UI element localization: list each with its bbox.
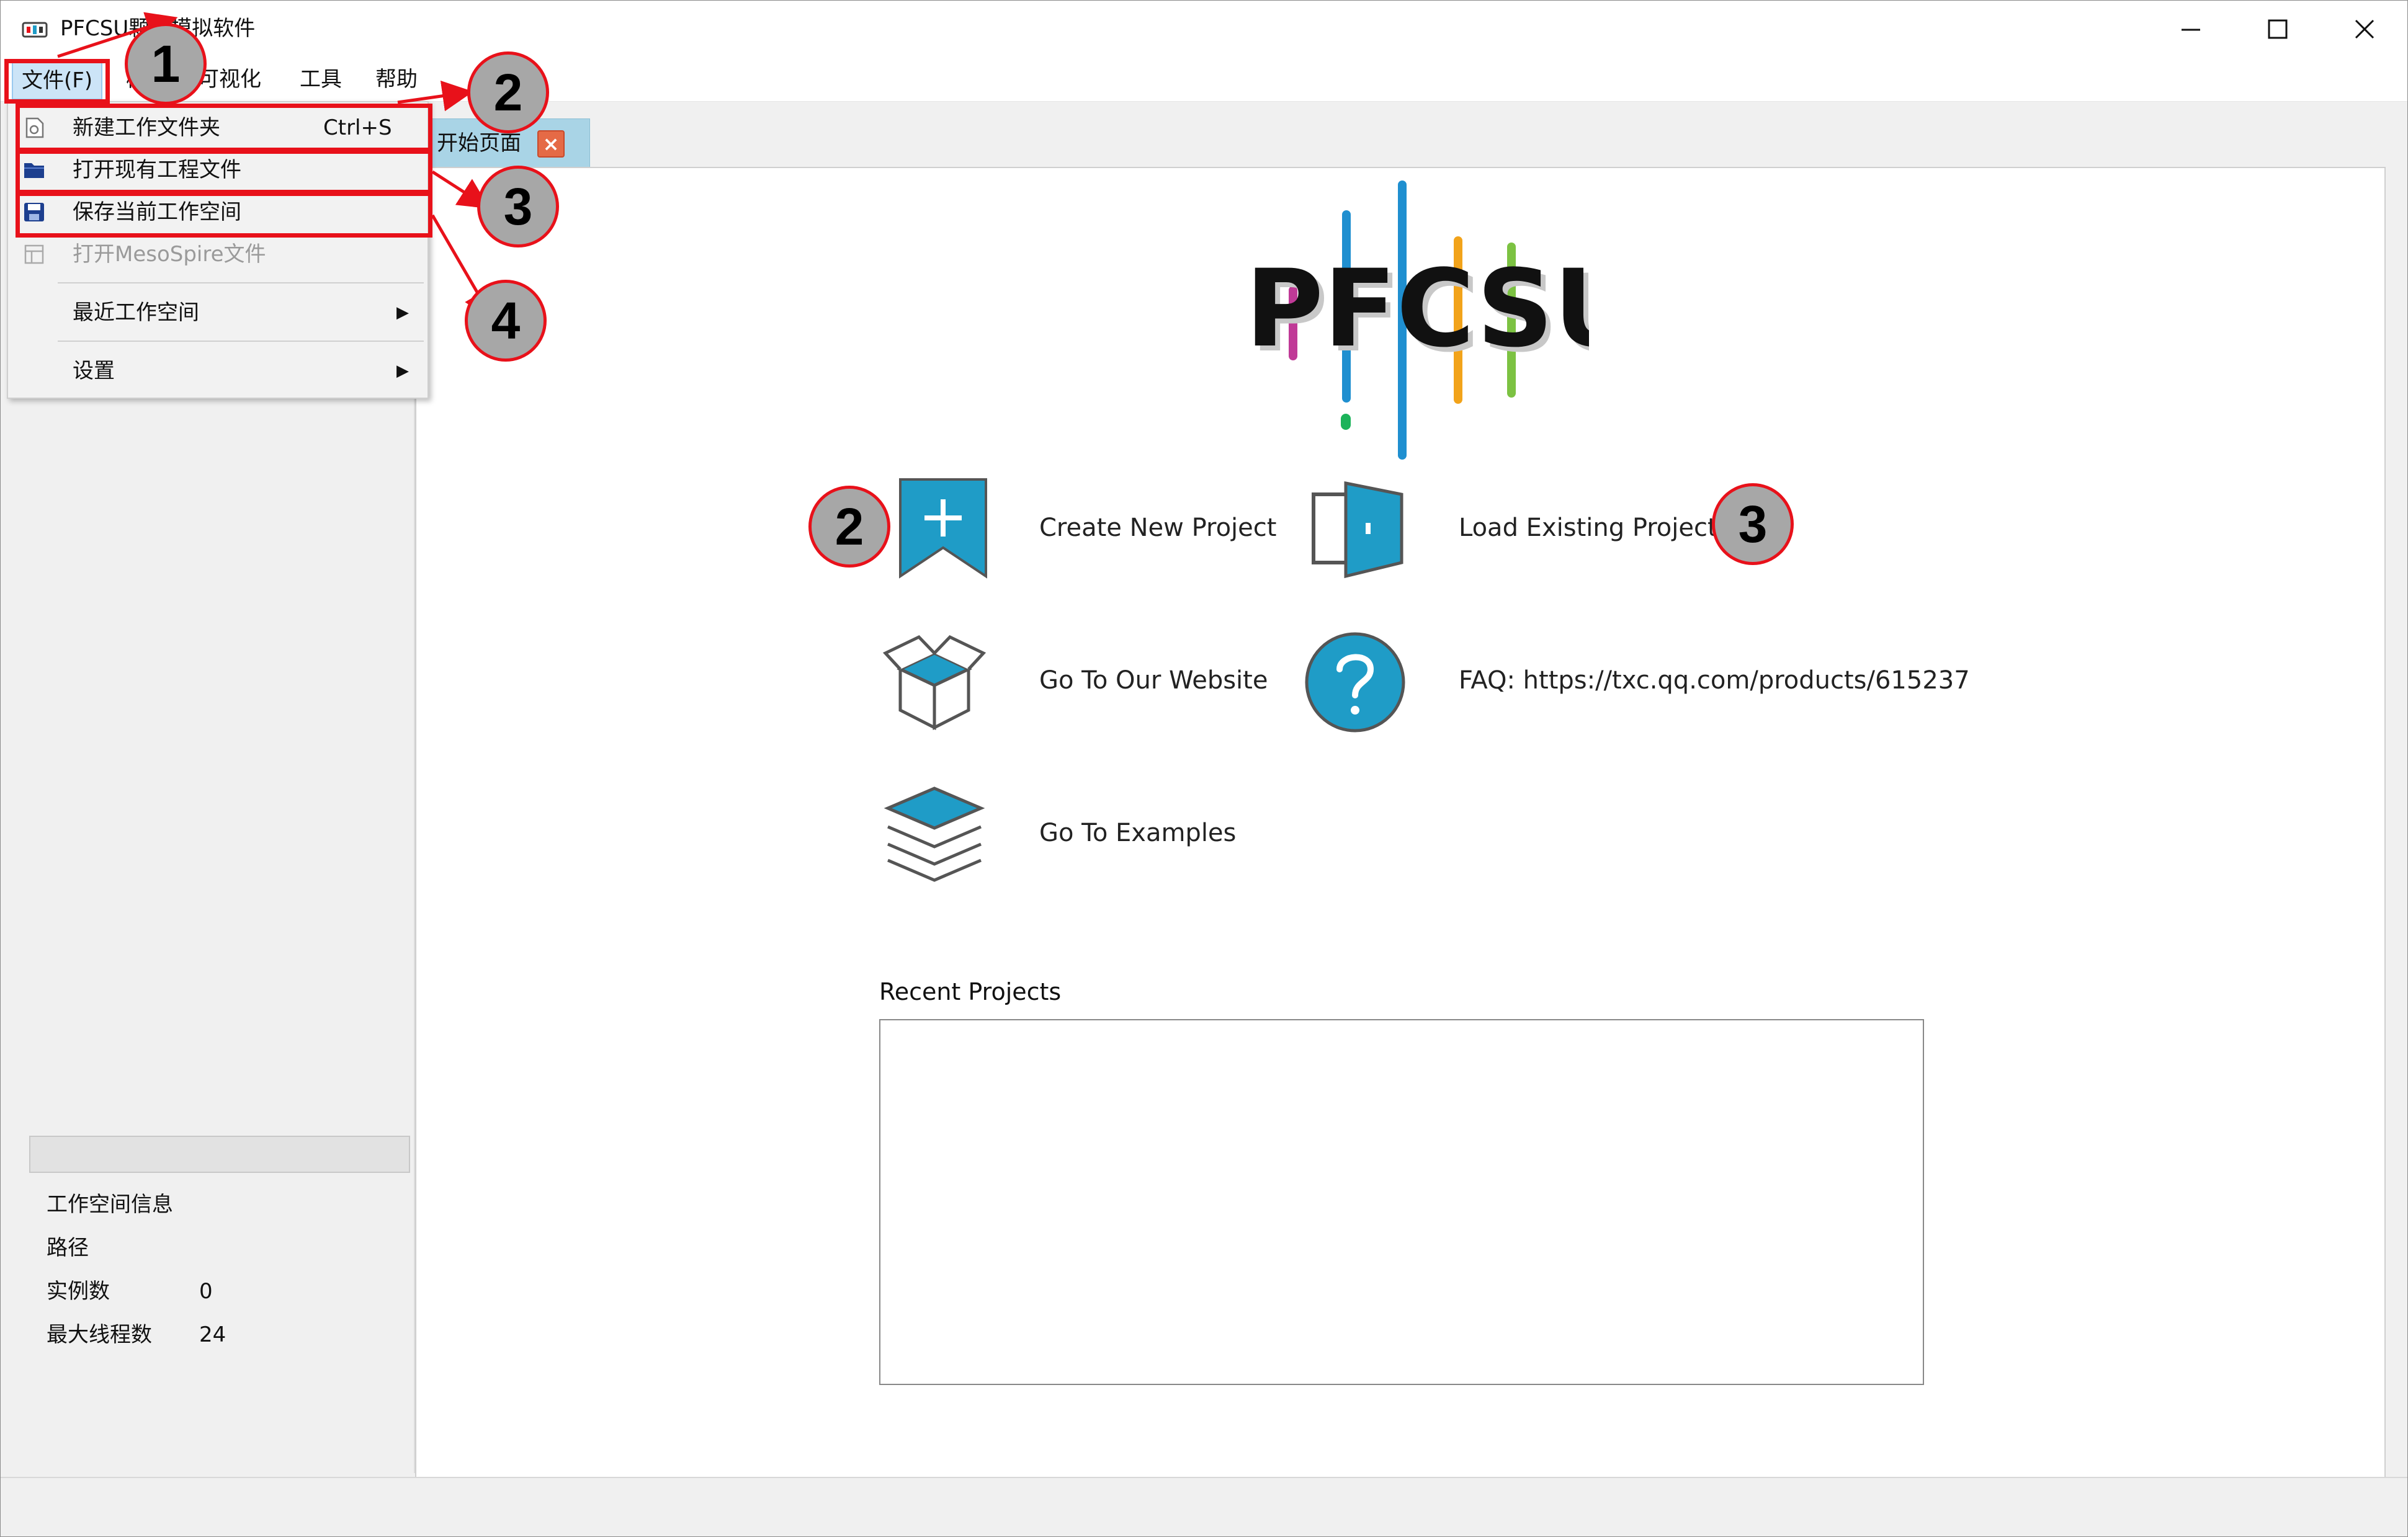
minimize-button[interactable]	[2147, 1, 2234, 58]
close-icon	[2355, 19, 2374, 39]
title-bar: PFCSU颗粒模拟软件	[1, 1, 2407, 58]
menu-item-shortcut: Ctrl+S	[323, 115, 392, 140]
menu-item-save-workspace[interactable]: 保存当前工作空间	[8, 192, 427, 233]
max-threads-label: 最大线程数	[47, 1322, 152, 1347]
submenu-arrow-icon: ▶	[396, 303, 409, 322]
menu-item-label: 最近工作空间	[73, 300, 199, 325]
open-box-icon[interactable]	[882, 628, 987, 733]
close-tab-icon[interactable]: ×	[537, 130, 565, 158]
annotation-highlight-save-workspace	[16, 192, 432, 238]
menu-separator	[58, 341, 424, 342]
callout-2: 2	[467, 51, 549, 133]
menu-visualization[interactable]: 可视化	[198, 67, 261, 92]
tab-label: 开始页面	[437, 131, 521, 156]
maximize-button[interactable]	[2234, 1, 2321, 58]
menu-item-label: 设置	[73, 359, 115, 383]
menu-item-label: 保存当前工作空间	[73, 200, 241, 225]
callout-2-create: 2	[808, 486, 890, 568]
mesospire-file-icon	[24, 244, 44, 264]
save-icon	[24, 203, 44, 221]
callout-3: 3	[477, 166, 559, 247]
app-icon	[22, 22, 48, 38]
callout-1: 1	[125, 23, 207, 105]
go-to-website-link[interactable]: Go To Our Website	[1039, 666, 1268, 695]
recent-projects-title: Recent Projects	[879, 978, 1062, 1005]
menu-item-label: 新建工作文件夹	[73, 115, 220, 140]
layers-icon[interactable]	[882, 783, 987, 883]
maximize-icon	[2268, 19, 2288, 39]
workspace-info-heading: 工作空间信息	[47, 1192, 173, 1217]
menu-bar: 文件(F) 模 可视化 工具 帮助	[1, 58, 2407, 102]
submenu-arrow-icon: ▶	[396, 362, 409, 380]
status-bar	[1, 1477, 2407, 1536]
question-mark-icon[interactable]	[1304, 631, 1407, 734]
instances-label: 实例数	[47, 1279, 110, 1304]
menu-tools[interactable]: 工具	[300, 67, 342, 92]
annotation-highlight-new-folder	[16, 104, 432, 152]
close-button[interactable]	[2321, 1, 2407, 58]
faq-link[interactable]: FAQ: https://txc.qq.com/products/615237	[1459, 666, 1970, 695]
menu-item-recent-workspaces[interactable]: 最近工作空间 ▶	[8, 292, 427, 333]
menu-item-new-workspace-folder[interactable]: 新建工作文件夹 Ctrl+S	[8, 107, 427, 148]
menu-separator	[58, 282, 424, 283]
svg-text:PFCSU: PFCSU	[1245, 246, 1589, 371]
annotation-highlight-open-project	[16, 149, 432, 194]
bookmark-plus-icon[interactable]	[892, 477, 995, 580]
annotation-highlight-file-menu	[4, 59, 110, 104]
go-to-examples-link[interactable]: Go To Examples	[1039, 819, 1237, 847]
tab-start-page[interactable]: 开始页面 ×	[429, 118, 590, 168]
menu-item-label: 打开MesoSpire文件	[73, 242, 266, 267]
max-threads-value: 24	[199, 1322, 226, 1347]
recent-projects-list[interactable]	[879, 1019, 1924, 1385]
menu-help[interactable]: 帮助	[375, 67, 418, 92]
panel-splitter[interactable]	[29, 1136, 410, 1173]
svg-text:PFCSU: PFCSU	[1250, 251, 1589, 376]
callout-4: 4	[465, 280, 547, 362]
minimize-icon	[2182, 29, 2200, 31]
create-new-project-link[interactable]: Create New Project	[1039, 514, 1277, 542]
new-folder-icon	[25, 117, 44, 138]
menu-item-settings[interactable]: 设置 ▶	[8, 350, 427, 391]
door-icon[interactable]	[1309, 477, 1408, 580]
menu-item-open-mesospire: 打开MesoSpire文件	[8, 234, 427, 275]
callout-3-load: 3	[1712, 483, 1794, 565]
instances-value: 0	[199, 1279, 213, 1304]
open-folder-icon	[24, 163, 44, 178]
pfcsu-logo: PFCSU PFCSU	[1245, 180, 1589, 460]
path-label: 路径	[47, 1236, 89, 1260]
menu-item-open-project[interactable]: 打开现有工程文件	[8, 149, 427, 190]
load-existing-project-link[interactable]: Load Existing Project	[1459, 514, 1717, 542]
menu-item-label: 打开现有工程文件	[73, 158, 241, 182]
